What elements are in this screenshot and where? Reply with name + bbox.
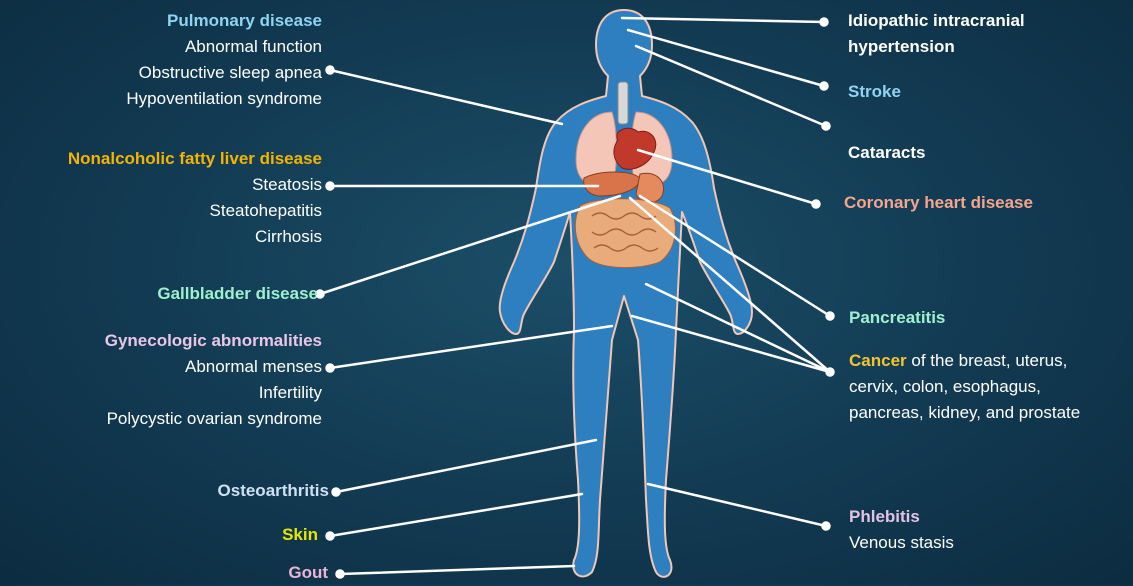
- phlebitis-title: Phlebitis: [849, 504, 954, 530]
- cancer-line2: cervix, colon, esophagus,: [849, 374, 1080, 400]
- liver-title: Nonalcoholic fatty liver disease: [68, 146, 322, 172]
- label-iih: Idiopathic intracranial hypertension: [848, 8, 1025, 60]
- connector-dot-liver: [327, 183, 334, 190]
- skin-title: Skin: [282, 522, 318, 548]
- coronary-title: Coronary heart disease: [844, 190, 1033, 216]
- cancer-rest: of the breast, uterus,: [907, 351, 1068, 370]
- pulmonary-item: Obstructive sleep apnea: [126, 60, 322, 86]
- pancreatitis-title: Pancreatitis: [849, 305, 945, 331]
- label-skin: Skin: [282, 522, 318, 548]
- connector-dot-gynecologic: [327, 365, 334, 372]
- connector-osteoarthritis: [336, 440, 596, 492]
- gout-title: Gout: [288, 560, 328, 586]
- iih-line1: Idiopathic intracranial: [848, 8, 1025, 34]
- connector-dot-cataracts: [823, 123, 830, 130]
- cataracts-title: Cataracts: [848, 140, 926, 166]
- connector-dot-osteoarthritis: [333, 489, 340, 496]
- label-gynecologic: Gynecologic abnormalities Abnormal mense…: [105, 328, 322, 432]
- label-pulmonary: Pulmonary disease Abnormal function Obst…: [126, 8, 322, 112]
- pulmonary-title: Pulmonary disease: [126, 8, 322, 34]
- connector-dot-skin: [327, 533, 334, 540]
- label-liver: Nonalcoholic fatty liver disease Steatos…: [68, 146, 322, 250]
- connector-dot-gout: [337, 571, 344, 578]
- label-stroke: Stroke: [848, 79, 901, 105]
- cancer-line1: Cancer of the breast, uterus,: [849, 348, 1080, 374]
- gynecologic-item: Infertility: [105, 380, 322, 406]
- gynecologic-item: Polycystic ovarian syndrome: [105, 406, 322, 432]
- connector-skin: [330, 494, 582, 536]
- connector-dot-cancer: [827, 369, 834, 376]
- label-pancreatitis: Pancreatitis: [849, 305, 945, 331]
- connector-dot-pancreatitis: [827, 313, 834, 320]
- connector-dot-iih: [821, 19, 828, 26]
- liver-item: Steatosis: [68, 172, 322, 198]
- stroke-title: Stroke: [848, 79, 901, 105]
- connector-dot-phlebitis: [823, 523, 830, 530]
- iih-line2: hypertension: [848, 34, 1025, 60]
- gallbladder-title: Gallbladder disease: [157, 281, 318, 307]
- gynecologic-item: Abnormal menses: [105, 354, 322, 380]
- liver-item: Cirrhosis: [68, 224, 322, 250]
- cancer-title: Cancer: [849, 351, 907, 370]
- phlebitis-item: Venous stasis: [849, 530, 954, 556]
- liver-item: Steatohepatitis: [68, 198, 322, 224]
- trachea-organ: [618, 82, 628, 124]
- label-gout: Gout: [288, 560, 328, 586]
- label-cataracts: Cataracts: [848, 140, 926, 166]
- label-coronary: Coronary heart disease: [844, 190, 1033, 216]
- osteoarthritis-title: Osteoarthritis: [218, 478, 329, 504]
- label-cancer: Cancer of the breast, uterus, cervix, co…: [849, 348, 1080, 426]
- connector-dot-pulmonary: [327, 67, 334, 74]
- label-osteoarthritis: Osteoarthritis: [218, 478, 329, 504]
- connector-iih: [622, 18, 824, 22]
- gynecologic-title: Gynecologic abnormalities: [105, 328, 322, 354]
- connector-gout: [340, 566, 574, 574]
- connector-gynecologic: [330, 326, 612, 368]
- pulmonary-item: Abnormal function: [126, 34, 322, 60]
- connector-dot-stroke: [821, 83, 828, 90]
- connector-stroke: [628, 30, 824, 86]
- connector-pulmonary: [330, 70, 562, 124]
- connector-phlebitis: [648, 484, 826, 526]
- connector-dot-coronary: [813, 201, 820, 208]
- pulmonary-item: Hypoventilation syndrome: [126, 86, 322, 112]
- label-gallbladder: Gallbladder disease: [157, 281, 318, 307]
- cancer-line3: pancreas, kidney, and prostate: [849, 400, 1080, 426]
- label-phlebitis: Phlebitis Venous stasis: [849, 504, 954, 556]
